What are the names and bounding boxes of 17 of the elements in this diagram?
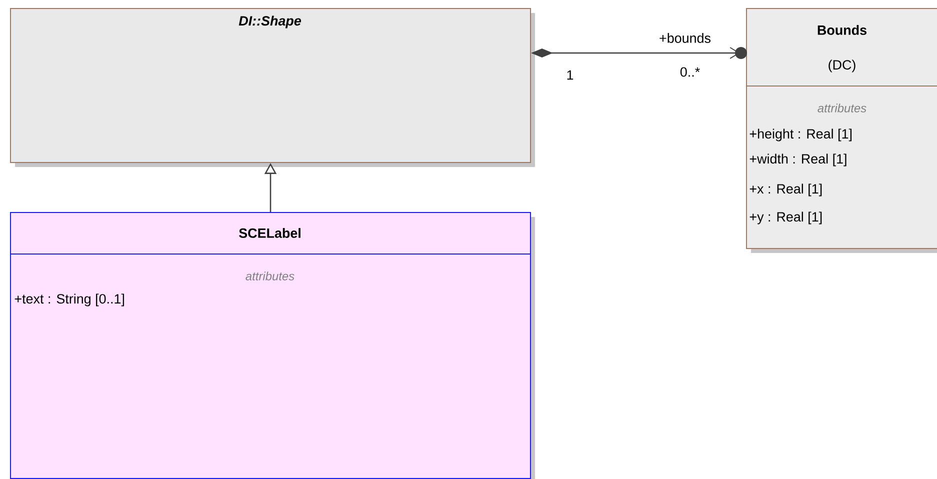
edge-label: +bounds (658, 32, 712, 44)
compartment-label: attributes (818, 104, 866, 112)
class-name: SCELabel (239, 228, 300, 238)
attribute-text: +text : String [0..1] (14, 294, 124, 306)
class-name: DI::Shape (238, 16, 302, 28)
attribute-text: +height : Real [1] (750, 128, 852, 142)
compartment-label: attributes (246, 272, 294, 280)
multiplicity-label: 1 (567, 70, 574, 80)
attribute-text: (DC) (828, 60, 856, 72)
class-name: Bounds (818, 25, 866, 35)
class-box (10, 212, 535, 479)
class-box (10, 8, 535, 167)
attribute-text: +y : Real [1] (750, 212, 822, 224)
attribute-text: +width : Real [1] (750, 154, 846, 166)
class-box (746, 8, 937, 253)
multiplicity-label: 0..* (680, 67, 700, 77)
attribute-text: +x : Real [1] (750, 184, 822, 196)
